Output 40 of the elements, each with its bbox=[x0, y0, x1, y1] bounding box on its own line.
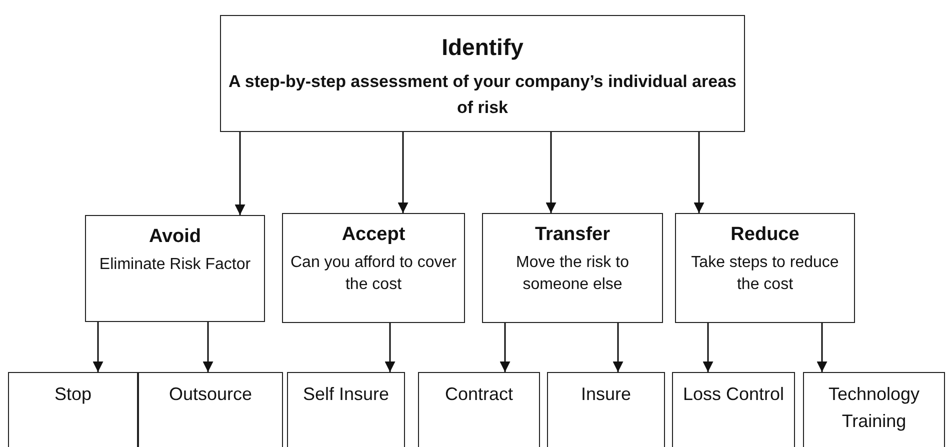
arrow bbox=[694, 132, 704, 213]
node-heading: Transfer bbox=[535, 224, 610, 246]
arrow bbox=[612, 323, 624, 372]
node-label: Contract bbox=[444, 383, 514, 406]
node-description: A step-by-step assessment of your company’s individual areas of risk bbox=[228, 71, 738, 120]
node-label: Technology Training bbox=[827, 383, 921, 433]
node-heading: Reduce bbox=[730, 224, 800, 246]
arrow bbox=[234, 132, 246, 215]
action-box bbox=[138, 372, 283, 447]
node-heading: Accept bbox=[342, 224, 406, 246]
node-heading: Avoid bbox=[148, 226, 202, 248]
node-description: Eliminate Risk Factor bbox=[99, 255, 251, 275]
strategy-box bbox=[675, 213, 855, 323]
arrow bbox=[546, 132, 556, 213]
arrow bbox=[816, 323, 828, 372]
action-box bbox=[672, 372, 795, 447]
node-heading: Identify bbox=[442, 34, 524, 61]
node-description: Move the risk to someone else bbox=[515, 253, 630, 296]
action-box bbox=[547, 372, 665, 447]
node-label: Insure bbox=[580, 383, 632, 406]
root-box bbox=[220, 15, 745, 132]
strategy-box bbox=[482, 213, 663, 323]
arrow bbox=[384, 323, 396, 372]
strategy-box bbox=[85, 215, 265, 322]
node-label: Self Insure bbox=[302, 383, 390, 406]
node-description: Can you afford to cover the cost bbox=[289, 253, 458, 296]
node-label: Loss Control bbox=[682, 383, 784, 406]
action-box bbox=[418, 372, 540, 447]
node-label: Outsource bbox=[168, 383, 252, 406]
strategy-box bbox=[282, 213, 465, 323]
arrow bbox=[500, 323, 510, 372]
action-box bbox=[8, 372, 138, 447]
arrow bbox=[202, 322, 214, 372]
action-box bbox=[803, 372, 945, 447]
arrow bbox=[398, 132, 408, 213]
node-description: Take steps to reduce the cost bbox=[690, 253, 840, 296]
arrow bbox=[92, 322, 104, 372]
action-box bbox=[287, 372, 405, 447]
arrow bbox=[702, 323, 714, 372]
node-label: Stop bbox=[54, 383, 92, 406]
